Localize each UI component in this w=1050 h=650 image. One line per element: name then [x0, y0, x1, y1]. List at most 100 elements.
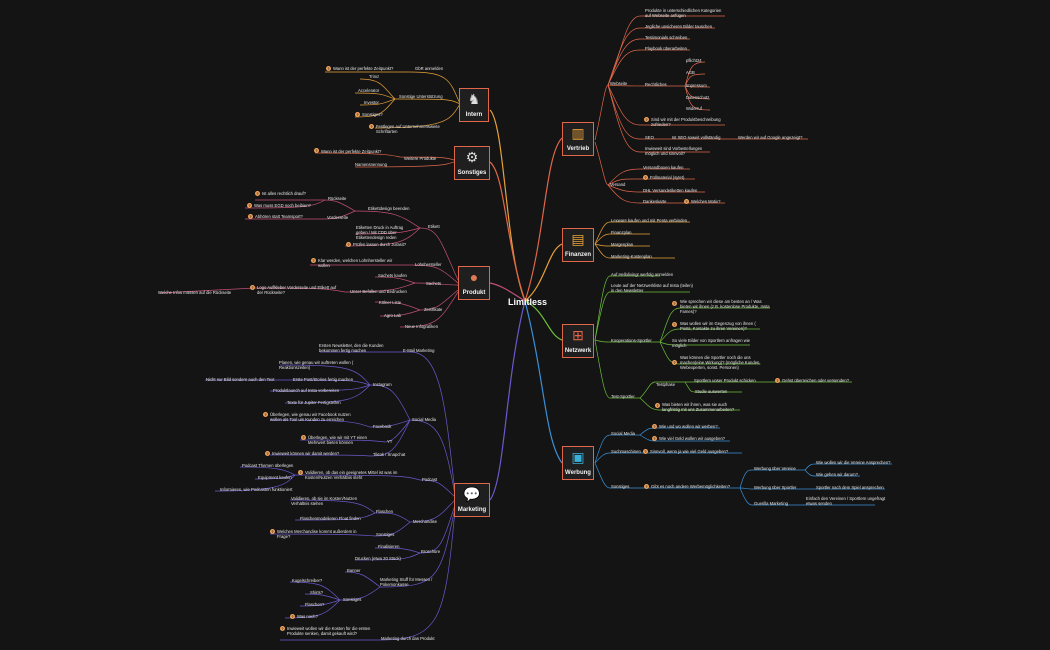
topic-werbung[interactable]: Werbung	[565, 470, 591, 476]
node-label[interactable]: Dankeskarte	[643, 199, 667, 204]
topic-sonstiges[interactable]: Sonstiges	[457, 170, 487, 176]
node-label[interactable]: Was können die Sportler noch die uns mac…	[680, 355, 761, 370]
node-label[interactable]: Marketing durch das Produkt	[381, 636, 435, 641]
node-label[interactable]: Accelerator	[358, 88, 380, 93]
node-label[interactable]: Broschüre	[421, 549, 441, 554]
node-label[interactable]: Welches Merchandise kommt außerdem in Fr…	[277, 529, 357, 539]
node-label[interactable]: Inwieweit sind Vorbestellungen möglich u…	[645, 146, 703, 156]
node-label[interactable]: Kooperations-Sportler	[611, 338, 652, 343]
topic-vertrieb[interactable]: Vertrieb	[566, 146, 590, 152]
node-label[interactable]: Ist SEO soweit vollständig	[672, 135, 721, 140]
node-label[interactable]: Weitere Produkte	[404, 156, 437, 161]
node-label[interactable]: GbR anmelden	[415, 66, 444, 71]
node-label[interactable]: Jegliche unsicheren Bilder tauschen	[645, 24, 713, 29]
node-label[interactable]: Inwieweit können wir damit werden?	[272, 451, 340, 456]
node-label[interactable]: Sachets	[426, 281, 442, 286]
topic-produkt-box[interactable]	[458, 266, 490, 300]
node-label[interactable]: Finanzplan	[611, 230, 632, 235]
node-label[interactable]: Podcast	[422, 477, 438, 482]
topic-intern[interactable]: Intern	[465, 112, 483, 118]
node-label[interactable]: Sachets kaufen	[378, 273, 407, 278]
node-label[interactable]: Welches Motiv?	[691, 199, 721, 204]
node-label[interactable]: Überlegen, wie wir mit YT einen Mehrwert…	[308, 435, 367, 445]
node-label[interactable]: Flaschenmodelieren Float finden	[300, 516, 361, 521]
topic-netzwerk-box[interactable]	[562, 324, 594, 358]
node-label[interactable]: Facebook	[373, 424, 392, 429]
node-label[interactable]: Datenschutz	[686, 95, 710, 100]
node-label[interactable]: Ist alles rechtlich drauf?	[262, 191, 306, 196]
node-label[interactable]: Etikettdesign beenden	[368, 206, 410, 211]
node-label[interactable]: Namensnennung	[355, 162, 387, 167]
node-label[interactable]: Merchandise	[413, 519, 437, 524]
topic-intern-box[interactable]	[459, 88, 489, 122]
node-label[interactable]: Sinnvoll, wenn ja wie viel Geld ausgeben…	[650, 449, 729, 454]
node-label[interactable]: DHL Versandetiketten kaufen	[643, 188, 698, 193]
topic-produkt[interactable]: Produkt	[462, 290, 486, 296]
node-label[interactable]: Werbung über Sportler	[754, 485, 797, 490]
node-label[interactable]: Was bieten wir ihnen, was sie auch langf…	[662, 402, 735, 412]
node-label[interactable]: Nicht nur Bild sondern auch den Text	[206, 377, 275, 382]
node-label[interactable]: Testimonials schreiben	[645, 35, 688, 40]
node-label[interactable]: Einfach den Vereinen / Sportlern ungefra…	[806, 496, 886, 506]
node-label[interactable]: Wann ist der perfekte Zeitpunkt?	[333, 66, 394, 71]
topic-sonstiges-box[interactable]	[454, 146, 490, 180]
node-label[interactable]: Sportler nach dem Spiel ansprechen	[816, 485, 884, 490]
node-label[interactable]: Informieren, wie Podcasten funktioniert	[220, 487, 293, 492]
node-label[interactable]: SEO	[645, 135, 654, 140]
node-label[interactable]: Klar werden, welchen Lohnhersteller wir …	[318, 258, 393, 268]
topic-marketing-box[interactable]	[454, 483, 490, 517]
topic-vertrieb-box[interactable]	[562, 122, 594, 156]
topic-finanzen-box[interactable]	[562, 228, 594, 262]
node-label[interactable]: Gehst überreichen oder versenden?	[782, 378, 850, 383]
node-label[interactable]: Marketing-Kostenplan	[611, 254, 652, 259]
node-label[interactable]: Auf Hellolivingr werfolg anmelden	[611, 272, 674, 277]
node-label[interactable]: Erste Post/Stories fertig machen	[293, 377, 354, 382]
node-label[interactable]: Zertifikate	[424, 307, 443, 312]
node-label[interactable]: Guerilla Marketing	[754, 501, 788, 506]
node-label[interactable]: Rückseite	[328, 196, 347, 201]
node-label[interactable]: Was wollen wir im Gegenzug von ihnen ( P…	[680, 321, 756, 331]
node-label[interactable]: Gibt es noch andere Werbemöglichkeiten?	[651, 484, 731, 489]
node-label[interactable]: Agro Lab	[384, 313, 401, 318]
node-label[interactable]: Abhören statt Teamsport?	[255, 214, 303, 219]
node-label[interactable]: Shirts?	[310, 590, 324, 595]
node-label[interactable]: Lohnhersteller	[415, 262, 442, 267]
node-label[interactable]: Logo Auflkleber Vorderseite und Etikett …	[257, 285, 337, 295]
node-label[interactable]: Versand	[610, 182, 626, 187]
node-label[interactable]: Sonstiges	[611, 484, 630, 489]
node-label[interactable]: Suchmaschinen	[611, 449, 641, 454]
node-label[interactable]: Marketing Stuff für Messen / Pokemonkass…	[380, 577, 433, 587]
node-label[interactable]: Wie viel Geld wollen wir ausgeben?	[659, 436, 726, 441]
node-label[interactable]: Sonstiges	[343, 597, 362, 602]
node-label[interactable]: Was noch?	[297, 614, 318, 619]
node-label[interactable]: Sind wir mit der Produktbeschreibung zuf…	[651, 117, 721, 127]
node-label[interactable]: Ersten Newsletter, den die Kunden bekomm…	[319, 343, 384, 353]
node-label[interactable]: Tiktok / Snapchat	[373, 452, 406, 457]
node-label[interactable]: Flaschen?	[305, 602, 325, 607]
node-label[interactable]: Wie wollen wir die Vereine Ansprechen?	[816, 460, 891, 465]
node-label[interactable]: Leute auf der Netzwerkliste auf Insta (t…	[611, 283, 693, 293]
node-label[interactable]: Vorderseite	[327, 215, 349, 220]
node-label[interactable]: Welche Infos müssen auf die Rückseite	[158, 290, 232, 295]
node-label[interactable]: Kugelschreiber?	[292, 578, 323, 583]
node-label[interactable]: Wie sprechen wir diese am besten an / Wa…	[680, 299, 770, 314]
topic-werbung-box[interactable]	[562, 446, 594, 480]
node-label[interactable]: Sonstige Unterstützung	[399, 94, 443, 99]
node-label[interactable]: E-Mail Marketing	[403, 348, 435, 353]
node-label[interactable]: Füllmaterial (sytet)	[650, 175, 685, 180]
node-label[interactable]: Wann ist der perfekte Zeitpunkt?	[321, 149, 382, 154]
node-label[interactable]: YT	[387, 439, 393, 444]
node-label[interactable]: Sonstiges	[376, 532, 395, 537]
node-label[interactable]: Was muss EGD noch beibien?	[254, 203, 311, 208]
node-label[interactable]: Produktlaunch auf Insta vorbereiten	[273, 388, 340, 393]
node-label[interactable]: Trinc!	[369, 74, 380, 79]
node-label[interactable]: Versandboxen kaufen	[643, 165, 684, 170]
node-label[interactable]: Equipment kaufen	[258, 475, 292, 480]
node-label[interactable]: So viele Bilder von Sportlern anfragen w…	[672, 338, 750, 348]
node-label[interactable]: Validieren, ob sie im Kosten/Nutzen Verh…	[291, 496, 358, 506]
node-label[interactable]: Produkte in unterschiedlichen Kategorien…	[645, 8, 722, 18]
topic-netzwerk[interactable]: Netzwerk	[564, 348, 592, 354]
node-label[interactable]: Studie auswerten	[695, 389, 728, 394]
node-label[interactable]: Test-Sportler	[611, 394, 635, 399]
node-label[interactable]: Testphase	[656, 382, 676, 387]
